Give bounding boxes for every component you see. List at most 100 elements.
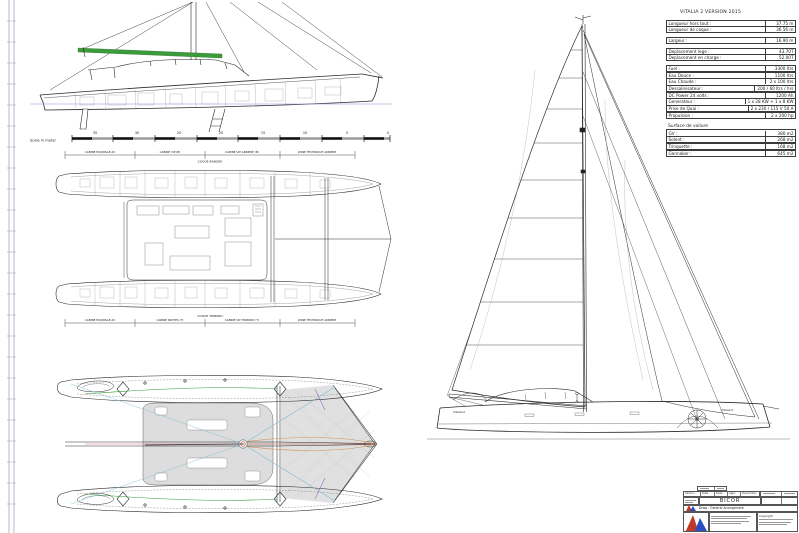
revision-mini-box	[697, 486, 727, 491]
drawing-title: General Arrangement	[710, 506, 744, 510]
profile-appendages	[79, 108, 226, 133]
solent-sail	[583, 33, 756, 418]
revision-header-row: Version Date Dess. Appr. Description	[683, 491, 760, 497]
spec-row: Prise de Quai : 2 x 230 / 115 V 50 A	[666, 105, 796, 113]
spec-row: Deplacement en charge : 52.00T	[666, 54, 796, 62]
port-hull-plan	[55, 169, 382, 199]
spec-row: Dessalinisateur : 200 / 60 ltrs / hrs	[666, 85, 796, 93]
spec-row: Largeur : 16.90 m	[666, 36, 796, 45]
rev-col-dess: Dess.	[715, 492, 728, 496]
address-box	[709, 511, 757, 532]
spec-row: DC Power 24 volts : 1200 Ah	[666, 91, 796, 99]
profile-mast	[190, 2, 197, 60]
designer-logo-icon	[685, 514, 708, 532]
port-hull-dimension-line: CABINE EQUIPAGE AV CABINE VIP (B) CABINE…	[64, 150, 356, 164]
starboard-hull-heading: COQUE TRIBORD	[197, 314, 223, 318]
scale-bar-segments	[71, 135, 391, 142]
forestay	[582, 29, 760, 420]
profile-coachroof	[82, 46, 250, 81]
spec-group-sails: GV : 380 m2 Solent : 268 m2 Trinquette :…	[666, 129, 796, 157]
mast-plan-marker	[144, 439, 248, 449]
ruler-ticks	[7, 20, 16, 505]
boom	[448, 393, 588, 410]
spec-group-systems: Fuel : 3300 ltrs Eau Douce : 1100 ltrs E…	[666, 64, 796, 119]
specification-table: VITALIA 2 VERSION 2015 Longueur hors tou…	[666, 10, 796, 157]
sailplan-hull	[436, 388, 780, 433]
spec-row: Propulsion : 2 x 200 hp	[666, 111, 796, 119]
spec-group-beam: Largeur : 16.90 m	[666, 36, 796, 45]
spec-table-title: VITALIA 2 VERSION 2015	[680, 10, 742, 15]
hull-name-bow: Vitalia II	[721, 408, 733, 412]
sheet-margin-ruler	[7, 0, 16, 533]
crew-figure	[575, 391, 579, 404]
copyright-title: Copyright	[759, 513, 773, 518]
rev-col-appr: Appr.	[728, 492, 741, 496]
title-block: Version Date Dess. Appr. Description BIC…	[683, 486, 798, 532]
drawing-number-box	[761, 496, 798, 505]
spec-row: Eau Douce : 1100 ltrs	[666, 71, 796, 79]
profile-rigging	[49, 2, 383, 91]
interior-plan-view: CABINE EQUIPAGE AV CABINE VIP (B) CABINE…	[55, 150, 392, 327]
starboard-hull-dimension-line: CABINE EQUIPAGE AV CABINE INVITES (T) CA…	[64, 314, 356, 327]
spec-row: Longueur hors tout : 37.75 m	[666, 19, 796, 27]
svg-text:15: 15	[261, 131, 265, 135]
svg-text:CABINE VIP (B): CABINE VIP (B)	[160, 150, 181, 154]
profile-view	[30, 2, 392, 133]
rev-col-version: Version	[684, 492, 701, 496]
scale-numbers: 35 30 25 20 15 10 5 0	[93, 131, 389, 135]
trampoline-mesh	[282, 389, 376, 499]
spec-row: Fuel : 3300 ltrs	[666, 64, 796, 73]
spec-row: Trinquette : 168 m2	[666, 142, 796, 150]
sail-plan-view: Vitalia II Vitalia II	[427, 15, 790, 440]
spec-row: Deplacement lege : 43.70T	[666, 47, 796, 55]
svg-text:30: 30	[135, 131, 139, 135]
svg-text:10: 10	[303, 131, 307, 135]
scale-label: Scale in meter	[30, 139, 57, 143]
spec-row: Longueur de coque : 36.56 m	[666, 26, 796, 34]
saloon-plan	[123, 199, 268, 281]
sailplan-mast	[574, 15, 592, 413]
project-name-box: BICOR	[699, 496, 761, 505]
copyright-box: Copyright	[757, 511, 798, 532]
drawing-label: Drwg :	[699, 506, 710, 510]
svg-text:20: 20	[219, 131, 223, 135]
svg-text:ZONE TECHNIQUE ARRIERE: ZONE TECHNIQUE ARRIERE	[298, 150, 337, 154]
spec-row: GV : 380 m2	[666, 129, 796, 137]
svg-text:35: 35	[93, 131, 97, 135]
format-box	[683, 496, 699, 505]
hull-name-stern: Vitalia II	[453, 410, 465, 414]
designer-logo-box	[683, 511, 709, 532]
inner-forestay	[582, 71, 726, 420]
profile-boom	[77, 47, 223, 59]
coachroof-hatches	[154, 406, 261, 482]
mini-flag-icon	[686, 505, 696, 511]
spec-row: Eau Chaude : 2 x 100 ltrs	[666, 78, 796, 86]
spec-row: Generateur : 1 x 28 KW + 1 x 8 KW	[666, 98, 796, 106]
mainsail	[451, 25, 586, 408]
starboard-hull-plan	[55, 279, 382, 309]
svg-text:ZONE TECHNIQUE ARRIERE: ZONE TECHNIQUE ARRIERE	[298, 318, 337, 322]
rev-col-description: Description	[742, 492, 757, 496]
svg-text:5: 5	[346, 131, 348, 135]
spec-group-displacement: Deplacement lege : 43.70T Deplacement en…	[666, 47, 796, 62]
spec-row: Solent : 268 m2	[666, 136, 796, 144]
scale-bar: Scale in meter 35 30 25 20 15 10	[30, 131, 391, 143]
drawing-title-box: Drwg : General Arrangement	[683, 504, 798, 512]
svg-text:CABINE EQUIPAGE AV: CABINE EQUIPAGE AV	[85, 318, 115, 322]
staysail-stay	[582, 115, 698, 421]
deck-plan-view	[56, 375, 383, 513]
port-hull-heading: COQUE BABORD	[198, 160, 223, 164]
spec-row: Gennaker : 645 m2	[666, 149, 796, 157]
crossbeams-plan	[270, 176, 392, 302]
svg-text:25: 25	[177, 131, 181, 135]
sail-area-title: Surface de voilure	[668, 123, 708, 129]
rev-col-date: Date	[701, 492, 715, 496]
spec-group-length: Longueur hors tout : 37.75 m Longueur de…	[666, 19, 796, 34]
svg-text:CABINE INVITES (T): CABINE INVITES (T)	[156, 318, 183, 322]
mainsail-battens	[466, 49, 583, 346]
svg-text:CABINE VIP ARRIERE (B): CABINE VIP ARRIERE (B)	[225, 150, 259, 154]
svg-text:CABINE VIP TRIBORD (T): CABINE VIP TRIBORD (T)	[225, 318, 259, 322]
wheel-motif	[676, 409, 719, 429]
svg-text:CABINE EQUIPAGE AV: CABINE EQUIPAGE AV	[85, 150, 115, 154]
